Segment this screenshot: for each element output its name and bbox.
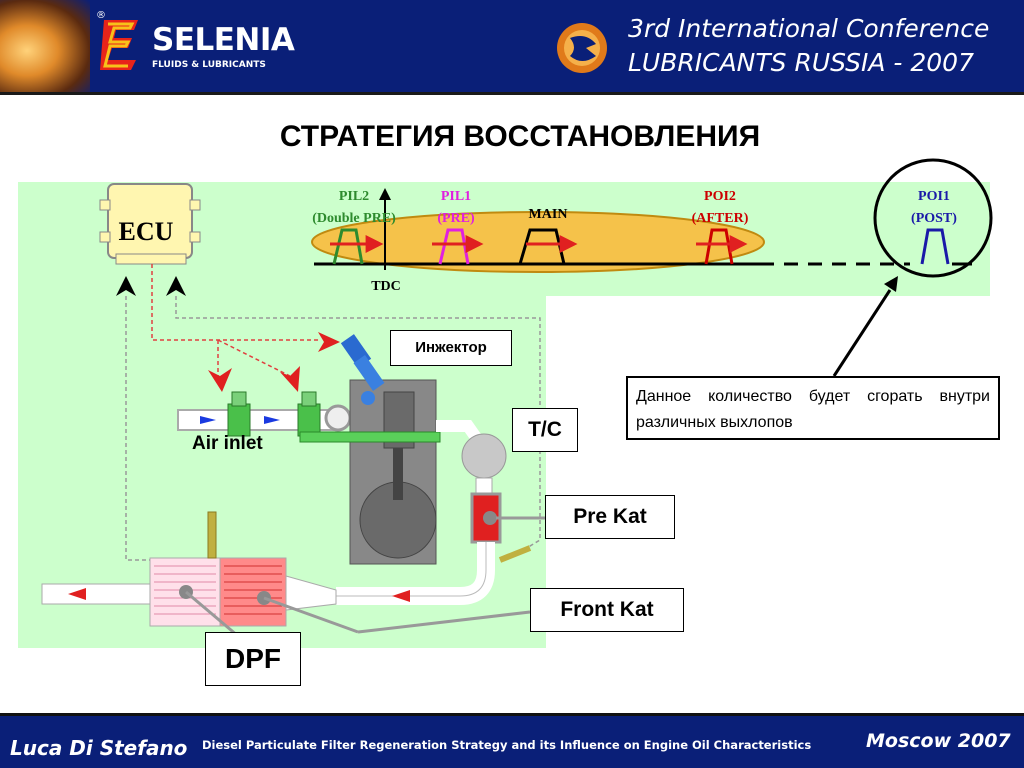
tdc-arrowhead — [379, 188, 391, 200]
brand-tagline: FLUIDS & LUBRICANTS — [152, 60, 266, 70]
poi1-label: POI1 — [918, 189, 950, 204]
poi2-label: POI2 — [704, 189, 736, 204]
dpf-pressure-sensor — [207, 511, 217, 559]
header-bar: ® SELENIA FLUIDS & LUBRICANTS 3rd Intern… — [0, 0, 1024, 92]
header-divider — [0, 92, 1024, 95]
footer-bar — [0, 716, 1024, 768]
tailpipe — [41, 583, 153, 605]
slide-title: СТРАТЕГИЯ ВОССТАНОВЛЕНИЯ — [279, 120, 761, 153]
sensor-signal-lines — [125, 296, 541, 561]
turbocharger-label: T/C — [512, 408, 578, 452]
air-inlet-label: Air inlet — [192, 433, 263, 454]
injector-label: Инжектор — [390, 330, 512, 366]
presentation-title: Diesel Particulate Filter Regeneration S… — [202, 738, 812, 752]
pulse-poi1 — [920, 228, 950, 265]
dpf-leader — [185, 590, 239, 638]
dpf-label: DPF — [205, 632, 301, 686]
egr-valve — [297, 403, 321, 437]
conference-logo-icon — [557, 23, 607, 73]
selenia-logo-icon — [100, 20, 138, 70]
ecu-input-arrow-left — [116, 276, 136, 296]
event-location: Moscow 2007 — [866, 730, 1011, 752]
pre-cat-label: Pre Kat — [545, 495, 675, 539]
callout-pointer-head — [884, 276, 898, 292]
lambda-sensor — [498, 545, 532, 563]
pulse-pil2 — [332, 228, 364, 265]
exhaust-flow-arrow — [392, 590, 410, 602]
pre-cat-marker — [483, 511, 497, 525]
brand-name: SELENIA — [152, 22, 295, 58]
common-rail — [299, 431, 441, 443]
pulse-pil1 — [438, 228, 470, 265]
intake-flow-arrow-1 — [200, 416, 216, 424]
pil2-label: PIL2 — [339, 189, 369, 204]
poi1-desc: (POST) — [911, 211, 957, 226]
conference-title-line2: LUBRICANTS RUSSIA - 2007 — [628, 48, 974, 77]
valve-command-arrow-right — [280, 366, 300, 392]
turbocharger — [461, 433, 507, 479]
footer-divider — [0, 713, 1024, 716]
front-cat-label: Front Kat — [530, 588, 684, 632]
poi2-desc: (AFTER) — [692, 211, 749, 226]
ecu-label: ECU — [119, 217, 174, 246]
valve-command-arrow-left — [208, 368, 232, 392]
ecu-input-arrow-right — [166, 276, 186, 296]
intake-flow-arrow-2 — [264, 416, 280, 424]
front-cat-leader — [263, 596, 359, 634]
post-injection-highlight-circle — [873, 158, 993, 278]
pil2-desc: (Double PRE) — [312, 211, 396, 226]
pulse-poi2 — [704, 228, 734, 265]
ecu-command-lines — [151, 264, 320, 377]
header-glow-image — [0, 0, 90, 92]
injector-icon — [340, 334, 385, 405]
intercooler-connector — [324, 404, 352, 432]
ecu-module — [99, 183, 201, 265]
main-label: MAIN — [529, 207, 568, 222]
tailpipe-flow-arrow — [68, 588, 86, 600]
author-name: Luca Di Stefano — [10, 736, 188, 760]
front-catalyst — [219, 557, 287, 627]
pil1-desc: (PRE) — [437, 211, 475, 226]
pil1-label: PIL1 — [441, 189, 471, 204]
registered-mark: ® — [96, 10, 106, 21]
post-injection-callout: Данное количество будет сгорать внутри р… — [626, 376, 1000, 440]
throttle-valve — [227, 403, 251, 437]
conference-title-line1: 3rd International Conference — [628, 14, 990, 43]
callout-pointer — [832, 289, 892, 377]
injection-window-ellipse — [311, 211, 765, 273]
dpf-inlet-cone — [285, 575, 337, 611]
tdc-label: TDC — [371, 279, 401, 294]
injector-command-arrow — [318, 332, 340, 352]
front-catalyst-channels — [224, 565, 282, 615]
